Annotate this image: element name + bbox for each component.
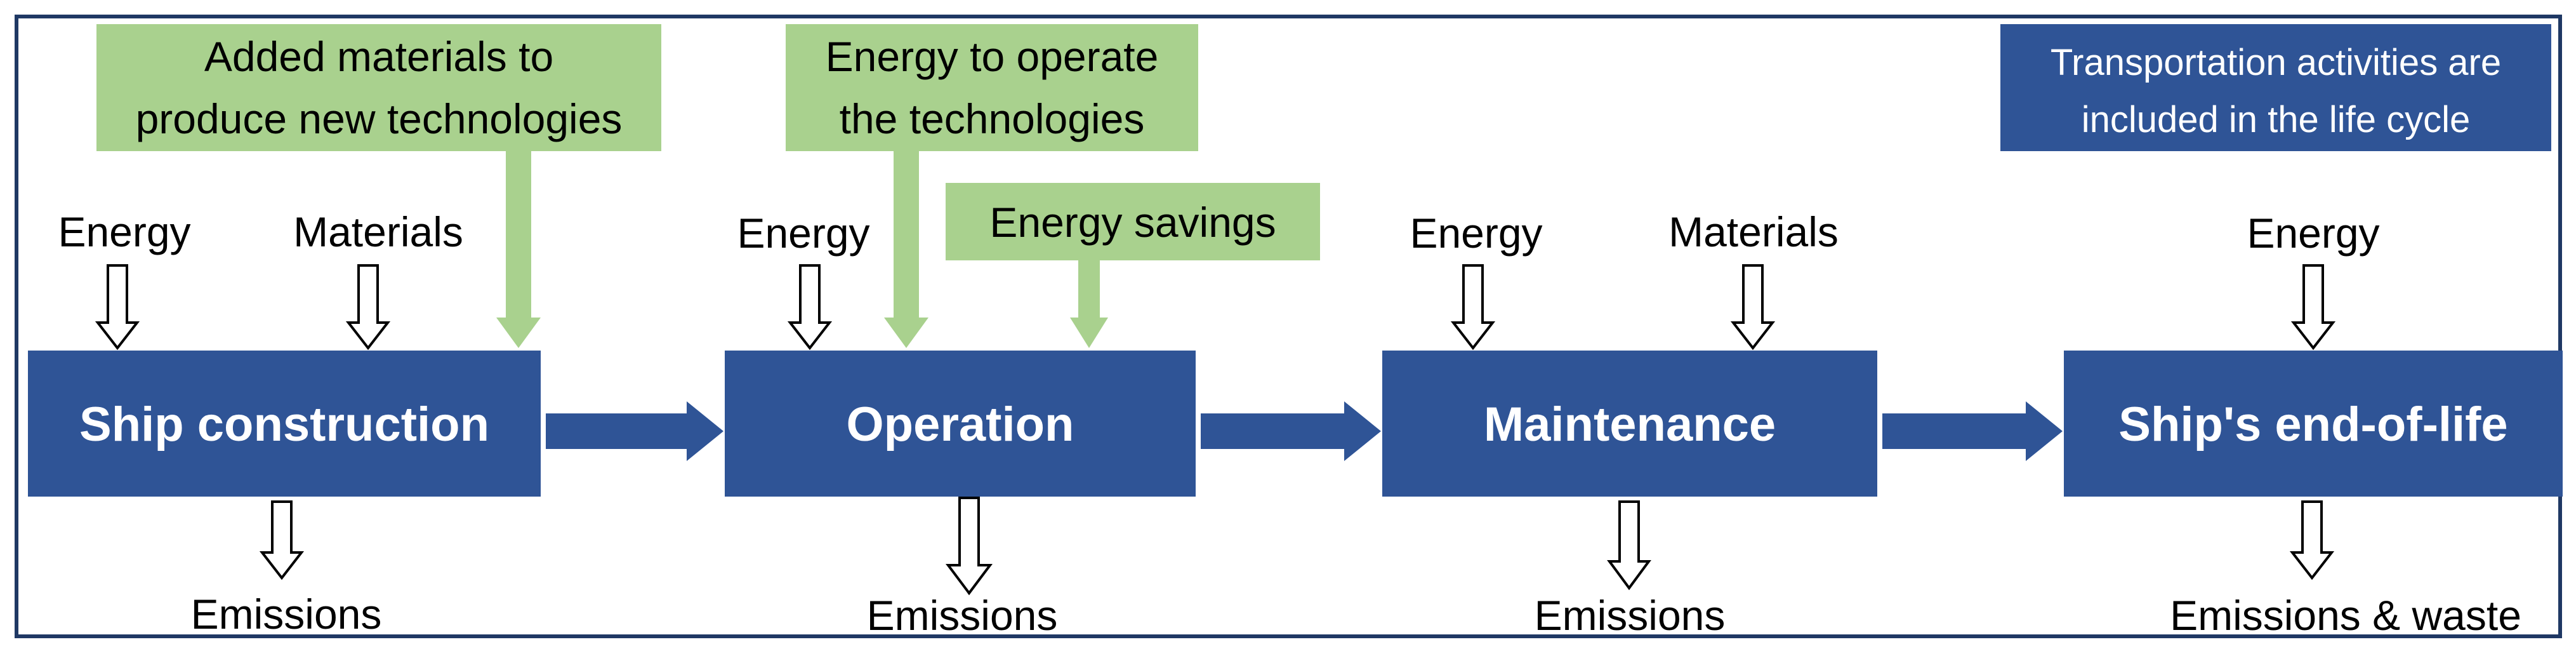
energy-to-operate-arrow-shaft (894, 151, 919, 318)
maintenance-input-materials: Materials (1668, 208, 1839, 255)
construction-input-materials: Materials (293, 208, 463, 255)
flow-arrow-operation-to-maintenance (1201, 401, 1381, 461)
end-of-life-energy-arrow (2290, 264, 2336, 351)
operation-emissions-arrow (946, 497, 993, 596)
operation-output-label: Emissions (867, 592, 1058, 639)
construction-emissions-arrow (259, 500, 305, 580)
added-materials-arrow-head (496, 318, 541, 348)
stage-maintenance-rect (1382, 351, 1877, 497)
maintenance-energy-arrow (1450, 264, 1496, 351)
flow-arrow-construction-to-operation (546, 401, 723, 461)
stage-operation-rect (725, 351, 1196, 497)
maintenance-emissions-arrow (1607, 500, 1651, 591)
stage-maintenance-label: Maintenance (1484, 398, 1776, 452)
stage-operation: Operation (725, 351, 1196, 497)
transportation-note: Transportation activities are included i… (2000, 24, 2551, 151)
energy-to-operate-box: Energy to operate the technologies (786, 24, 1198, 151)
stage-ship-construction: Ship construction (28, 351, 541, 497)
stage-operation-label: Operation (847, 398, 1074, 452)
added-materials-line-2: produce new technologies (136, 95, 623, 142)
energy-to-operate-arrow (884, 151, 928, 348)
energy-to-operate-rect (786, 24, 1198, 151)
added-materials-rect (96, 24, 661, 151)
stage-ship-construction-label: Ship construction (79, 398, 489, 452)
construction-materials-arrow (345, 264, 391, 351)
stage-end-of-life-rect (2064, 351, 2563, 497)
end-of-life-output-label: Emissions & waste (2170, 592, 2521, 639)
stage-end-of-life: Ship's end-of-life (2064, 351, 2563, 497)
maintenance-output-label: Emissions (1535, 592, 1726, 639)
end-of-life-input-energy: Energy (2247, 210, 2379, 257)
construction-energy-arrow (95, 264, 140, 351)
end-of-life-emissions-arrow (2289, 500, 2335, 580)
transportation-note-line-2: included in the life cycle (2082, 99, 2471, 140)
operation-energy-arrow (787, 264, 833, 351)
maintenance-input-energy: Energy (1410, 210, 1542, 257)
energy-to-operate-line-1: Energy to operate (826, 33, 1159, 80)
transportation-note-line-1: Transportation activities are (2051, 42, 2501, 83)
added-materials-arrow-shaft (506, 151, 531, 318)
energy-savings-arrow-head (1070, 318, 1108, 348)
added-materials-arrow (496, 151, 541, 348)
added-materials-line-1: Added materials to (204, 33, 553, 80)
diagram-border (15, 15, 2562, 638)
stage-maintenance: Maintenance (1382, 351, 1877, 497)
transportation-note-rect (2000, 24, 2551, 151)
energy-savings-rect (946, 183, 1320, 260)
energy-savings-label: Energy savings (989, 199, 1276, 246)
added-materials-box: Added materials to produce new technolog… (96, 24, 661, 151)
operation-input-energy: Energy (737, 210, 869, 257)
energy-savings-arrow-shaft (1078, 260, 1100, 318)
stage-end-of-life-label: Ship's end-of-life (2118, 398, 2507, 452)
flow-arrow-maintenance-to-end-of-life (1882, 401, 2063, 461)
energy-to-operate-arrow-head (884, 318, 928, 348)
construction-output-label: Emissions (191, 591, 382, 638)
maintenance-materials-arrow (1730, 264, 1776, 351)
energy-to-operate-line-2: the technologies (840, 95, 1145, 142)
energy-savings-arrow (1070, 260, 1108, 348)
stage-ship-construction-rect (28, 351, 541, 497)
energy-savings-box: Energy savings (946, 183, 1320, 260)
construction-input-energy: Energy (58, 208, 190, 255)
